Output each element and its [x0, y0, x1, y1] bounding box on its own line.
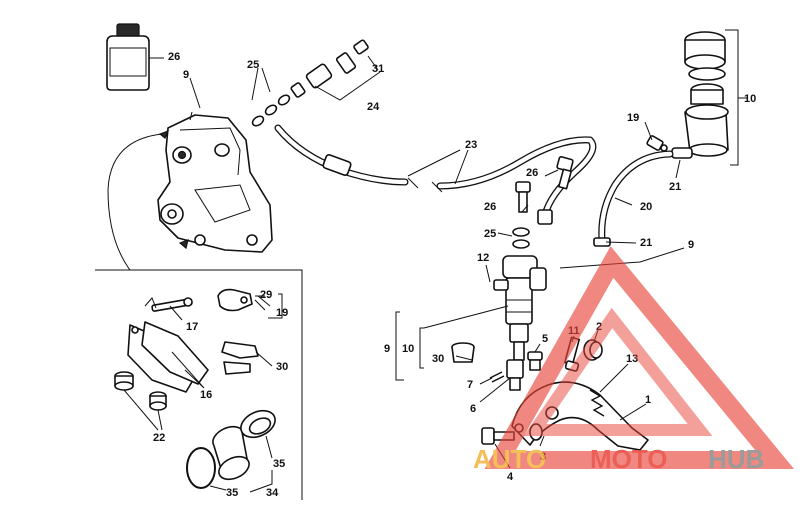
callout-29: 29 [260, 289, 272, 301]
watermark-triangle-outer [484, 246, 795, 469]
callout-25-top: 25 [247, 59, 259, 71]
watermark-auto: AUTO [473, 444, 546, 474]
callout-20: 20 [640, 201, 652, 213]
rear-caliper [157, 111, 273, 253]
callout-4: 4 [507, 471, 514, 483]
watermark-triangle-inner [523, 307, 713, 436]
callout-35-right: 35 [273, 458, 285, 470]
callout-14: 10 [744, 93, 756, 105]
fluid-bottle [106, 23, 164, 91]
cotter-pin-7 [489, 371, 505, 383]
callout-25-low: 25 [484, 228, 496, 240]
callout-22: 22 [153, 432, 165, 444]
pin-5 [527, 351, 543, 371]
anti-rattle-clip [221, 341, 259, 375]
reservoir-hose [593, 150, 674, 247]
callout-15: 9 [183, 69, 189, 81]
watermark-hub: HUB [708, 444, 764, 474]
watermark-moto: MOTO [590, 444, 668, 474]
callout-26-left: 26 [484, 201, 496, 213]
lower-washers [512, 227, 530, 249]
brake-pads [127, 321, 209, 393]
callout-19: 19 [276, 307, 288, 319]
callout-5: 5 [542, 333, 548, 345]
pads-section-border [95, 269, 303, 500]
callout-31: 31 [372, 63, 384, 75]
callout-34: 34 [266, 487, 279, 499]
callout-7: 7 [467, 379, 473, 391]
upper-hose-fittings [251, 39, 381, 127]
caliper-plug-16 [114, 371, 134, 391]
dust-boot [451, 342, 475, 363]
o-ring [186, 447, 216, 489]
callout-21-top: 21 [669, 181, 681, 193]
callout-35-left: 35 [226, 487, 238, 499]
fluid-reservoir [671, 31, 729, 159]
callout-10: 10 [402, 343, 414, 355]
callout-9-left: 9 [384, 343, 390, 355]
pad-pin [144, 297, 193, 312]
callout-18: 19 [627, 112, 639, 124]
callout-1: 1 [645, 394, 651, 406]
callout-9-right: 9 [688, 239, 694, 251]
reservoir-screw [646, 135, 668, 152]
callout-28: 30 [432, 353, 444, 365]
caliper-plug-22 [149, 391, 167, 411]
callout-6: 6 [470, 403, 476, 415]
pad-spring [217, 288, 271, 312]
pushrod-clevis [506, 359, 524, 391]
leader-lines [123, 29, 748, 493]
callout-labels: 26 9 25 31 24 23 26 26 25 12 19 10 21 20… [153, 51, 756, 499]
caliper-piston [212, 425, 250, 481]
callout-12: 12 [477, 252, 489, 264]
caliper-lead-line [107, 133, 163, 271]
callout-30: 30 [276, 361, 288, 373]
callout-21-low: 21 [640, 237, 652, 249]
piston-seal [240, 409, 276, 439]
rear-master-cylinder [493, 255, 547, 361]
callout-23: 23 [465, 139, 477, 151]
pedal-spring [589, 389, 605, 417]
watermark: AUTO MOTO HUB [473, 246, 795, 474]
callout-16: 16 [200, 389, 212, 401]
callout-17: 17 [186, 321, 198, 333]
callout-26-right: 26 [526, 167, 538, 179]
banjo-bolts [515, 156, 574, 213]
callout-24: 24 [367, 101, 380, 113]
callout-27: 26 [168, 51, 180, 63]
